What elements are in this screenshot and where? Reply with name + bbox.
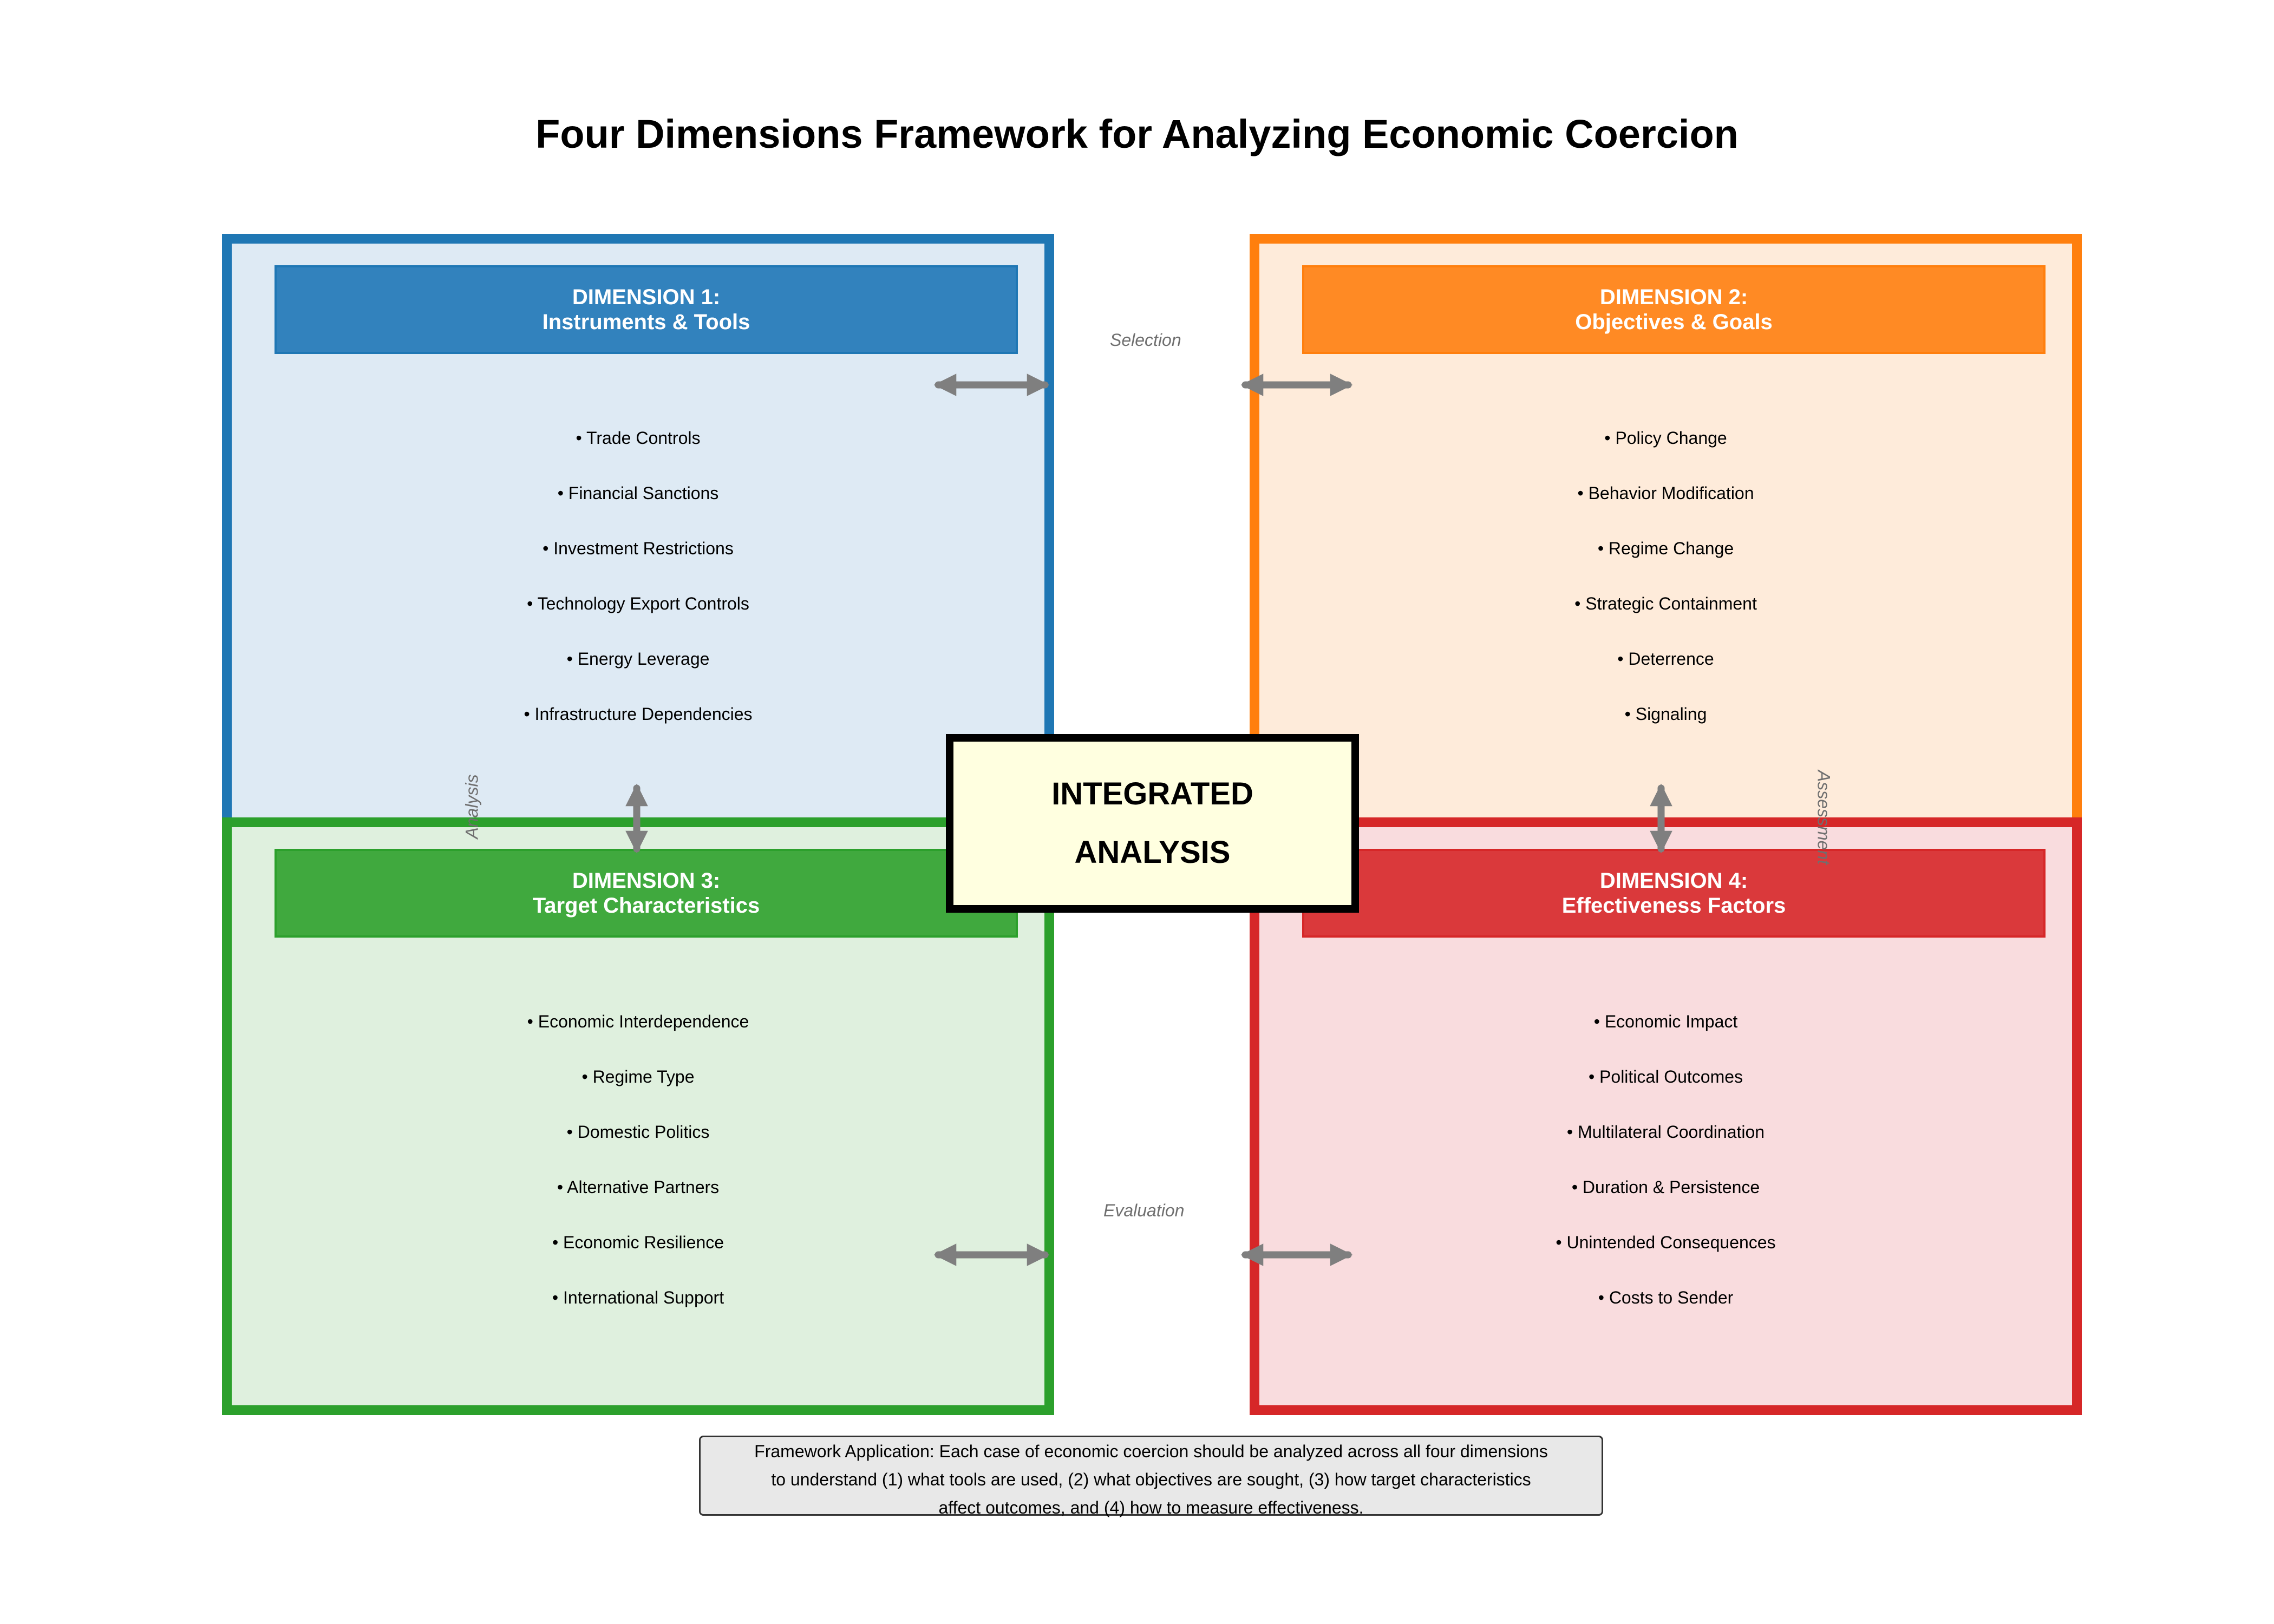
dimension-4-panel: DIMENSION 4: Effectiveness Factors • Eco… xyxy=(1250,817,2082,1415)
diagram-title: Four Dimensions Framework for Analyzing … xyxy=(535,112,1739,156)
list-item: • Economic Interdependence xyxy=(527,1012,749,1031)
dimension-1-header-number: DIMENSION 1: xyxy=(572,285,721,309)
list-item: • Costs to Sender xyxy=(1598,1288,1734,1307)
list-item: • Domestic Politics xyxy=(566,1122,710,1142)
list-item: • Behavior Modification xyxy=(1577,483,1754,503)
dimension-1-header: DIMENSION 1: Instruments & Tools xyxy=(275,265,1018,354)
note-line-2: to understand (1) what tools are used, (… xyxy=(771,1470,1531,1489)
analysis-label: Analysis xyxy=(462,774,482,839)
list-item: • Technology Export Controls xyxy=(527,594,749,613)
dimension-4-header-title: Effectiveness Factors xyxy=(1561,894,1786,918)
list-item: • Multilateral Coordination xyxy=(1566,1122,1765,1142)
list-item: • International Support xyxy=(552,1288,724,1307)
dimension-1-items: • Trade Controls • Financial Sanctions •… xyxy=(232,428,1044,759)
dimension-3-header-title: Target Characteristics xyxy=(532,894,760,918)
note-line-1: Framework Application: Each case of econ… xyxy=(754,1442,1548,1461)
dimension-1-header-title: Instruments & Tools xyxy=(542,310,750,334)
list-item: • Infrastructure Dependencies xyxy=(524,704,753,724)
list-item: • Regime Type xyxy=(581,1067,695,1086)
note-line-3: affect outcomes, and (4) how to measure … xyxy=(938,1498,1364,1517)
dimension-4-items: • Economic Impact • Political Outcomes •… xyxy=(1259,1011,2072,1343)
center-line-2: ANALYSIS xyxy=(1074,835,1231,870)
dimension-3-header-number: DIMENSION 3: xyxy=(572,869,721,893)
list-item: • Economic Impact xyxy=(1593,1012,1738,1031)
list-item: • Financial Sanctions xyxy=(557,483,719,503)
dimension-3-items: • Economic Interdependence • Regime Type… xyxy=(232,1011,1044,1343)
list-item: • Economic Resilience xyxy=(552,1233,724,1252)
center-line-1: INTEGRATED xyxy=(1051,776,1253,811)
integrated-analysis-box: INTEGRATED ANALYSIS xyxy=(946,734,1359,913)
list-item: • Energy Leverage xyxy=(566,649,710,669)
evaluation-label: Evaluation xyxy=(1103,1201,1185,1220)
list-item: • Alternative Partners xyxy=(557,1177,720,1197)
list-item: • Investment Restrictions xyxy=(543,539,734,558)
list-item: • Regime Change xyxy=(1597,539,1734,558)
list-item: • Political Outcomes xyxy=(1588,1067,1743,1086)
dimension-3-panel: DIMENSION 3: Target Characteristics • Ec… xyxy=(222,817,1054,1415)
list-item: • Unintended Consequences xyxy=(1556,1233,1776,1252)
dimension-4-header: DIMENSION 4: Effectiveness Factors xyxy=(1302,849,2046,938)
list-item: • Deterrence xyxy=(1617,649,1714,669)
dimension-2-panel: DIMENSION 2: Objectives & Goals • Policy… xyxy=(1250,234,2082,831)
list-item: • Duration & Persistence xyxy=(1571,1177,1760,1197)
dimension-1-panel: DIMENSION 1: Instruments & Tools • Trade… xyxy=(222,234,1054,831)
assessment-label: Assessment xyxy=(1814,770,1834,865)
framework-note: Framework Application: Each case of econ… xyxy=(699,1436,1603,1517)
dimension-4-header-number: DIMENSION 4: xyxy=(1599,869,1748,893)
dimension-2-items: • Policy Change • Behavior Modification … xyxy=(1259,428,2072,759)
dimension-2-header-number: DIMENSION 2: xyxy=(1599,285,1748,309)
list-item: • Strategic Containment xyxy=(1574,594,1757,613)
dimension-2-header: DIMENSION 2: Objectives & Goals xyxy=(1302,265,2046,354)
selection-label: Selection xyxy=(1110,330,1181,350)
dimension-2-header-title: Objectives & Goals xyxy=(1575,310,1773,334)
list-item: • Trade Controls xyxy=(576,428,701,448)
list-item: • Signaling xyxy=(1624,704,1707,724)
list-item: • Policy Change xyxy=(1604,428,1727,448)
